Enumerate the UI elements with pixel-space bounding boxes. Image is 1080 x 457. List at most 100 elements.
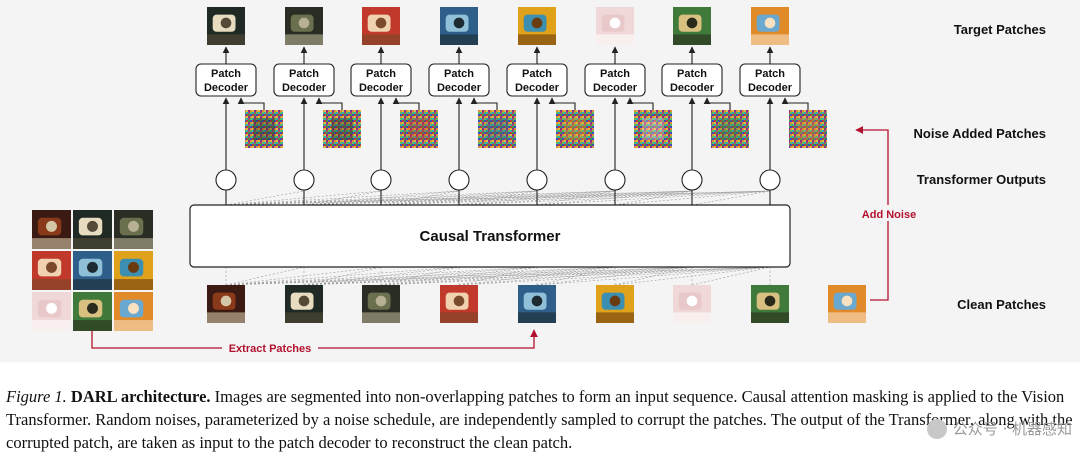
attention-line [303,266,538,286]
noise-to-decoder-arrow [781,97,809,110]
clean-patch [440,285,478,323]
attention-line [225,266,305,286]
noise-patch-shadow [408,118,430,140]
patch-decoder-label-line1: Patch [366,68,396,80]
mosaic-tile [114,251,153,290]
target-patch [440,7,478,45]
attention-line [303,266,771,286]
caption-text: Images are segmented into non-overlappin… [6,387,1073,452]
label-transformer-outputs: Transformer Outputs [917,172,1046,187]
patch-decoder-label-line1: Patch [444,68,474,80]
mosaic-tile [114,292,153,331]
causal-transformer-box [189,204,791,268]
mosaic-tile [32,292,71,331]
target-patch [751,7,789,45]
attention-line [225,190,460,206]
label-target-patches: Target Patches [954,22,1046,37]
attention-line [536,190,771,206]
watermark: 公众号 · 机器感知 [926,418,1072,439]
patch-decoder-label-line2: Decoder [515,82,560,94]
noise-added-patch [634,110,672,148]
label-clean-patches: Clean Patches [957,297,1046,312]
clean-patch [596,285,634,323]
noise-added-patch [478,110,516,148]
noise-patch-shadow [797,118,819,140]
noise-added-patch [789,110,827,148]
transformer-output-node [759,169,781,191]
patch-decoder-label-line2: Decoder [593,82,638,94]
attention-line [536,266,771,286]
target-patch [596,7,634,45]
attention-line [303,266,693,286]
attention-line [303,190,693,206]
attention-line [536,190,616,206]
noise-patch-shadow [642,118,664,140]
noise-to-decoder-arrow [315,97,343,110]
causal-transformer-label: Causal Transformer [420,228,561,245]
patch-decoder-label-line2: Decoder [204,82,249,94]
noise-patch-shadow [253,118,275,140]
patch-decoder-box [350,63,412,97]
attention-line [225,190,305,206]
transformer-output-node [293,169,315,191]
target-patch [362,7,400,45]
patch-decoder-box [195,63,257,97]
add-noise-label-bg [858,205,920,221]
noise-to-decoder-arrow [237,97,265,110]
attention-line [458,266,693,286]
attention-line [225,266,460,286]
clean-patches-row [207,285,866,323]
noise-patch-shadow [486,118,508,140]
mosaic-tile [73,251,112,290]
attention-line [691,266,771,286]
clean-patch [518,285,556,323]
attention-line [225,266,771,286]
clean-patch [751,285,789,323]
target-patch [285,7,323,45]
caption-title: DARL architecture. [70,387,211,406]
label-noise-added-patches: Noise Added Patches [914,126,1046,141]
noise-added-patch [556,110,594,148]
noise-added-patch [711,110,749,148]
extract-patches-label-bg [222,341,318,355]
caption-figure-label: Figure 1. [6,387,67,406]
mosaic-tile [73,292,112,331]
noise-added-patch [245,110,283,148]
attention-line [225,190,616,206]
patch-decoder-box [273,63,335,97]
patch-decoder-label-line2: Decoder [437,82,482,94]
transformer-output-node [370,169,392,191]
watermark-text: 公众号 · 机器感知 [952,420,1072,438]
mosaic-tile [73,210,112,249]
patch-decoder-label-line2: Decoder [748,82,793,94]
clean-patch [207,285,245,323]
mosaic-tile [114,210,153,249]
noise-added-patch [400,110,438,148]
patch-decoder-label-line2: Decoder [359,82,404,94]
attention-line [691,190,771,206]
clean-patch [828,285,866,323]
attention-line [225,266,693,286]
patch-decoder-label-line1: Patch [522,68,552,80]
patch-decoder-label-line1: Patch [289,68,319,80]
transformer-output-node [681,169,703,191]
patch-decoder-box [428,63,490,97]
patch-decoder-label-line1: Patch [677,68,707,80]
attention-line [380,266,771,286]
attention-line [380,190,771,206]
attention-line [458,190,693,206]
source-image-grid [32,210,153,331]
target-patch [207,7,245,45]
noise-to-decoder-arrow [470,97,498,110]
noise-patch-shadow [719,118,741,140]
patch-decoder-label-line1: Patch [600,68,630,80]
patch-decoder-label-line2: Decoder [670,82,715,94]
attention-line [225,190,771,206]
transformer-output-node [604,169,626,191]
patch-decoder-box [506,63,568,97]
noise-to-decoder-arrow [626,97,654,110]
